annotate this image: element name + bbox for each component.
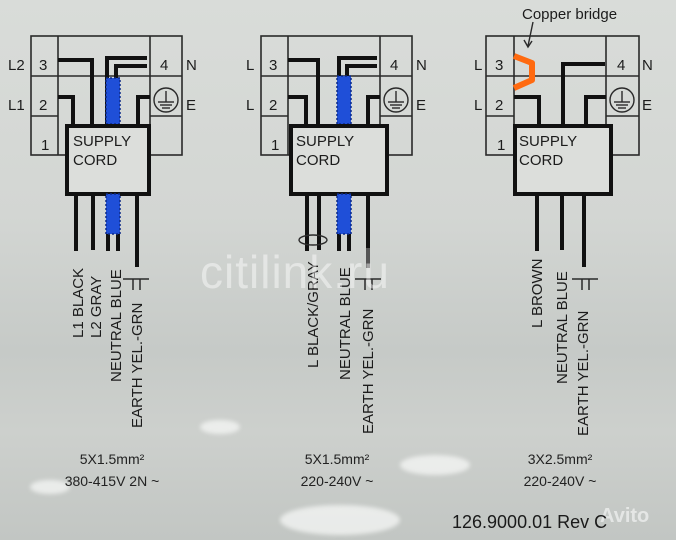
background-splash — [200, 420, 240, 434]
cable-spec: 5X1.5mm² — [304, 451, 370, 467]
terminal-number-3: 3 — [495, 57, 503, 74]
terminal-number-4: 4 — [617, 57, 625, 74]
terminal-number-3: 3 — [39, 57, 47, 74]
supply-cord-label-line1: SUPPLY — [519, 133, 577, 150]
supply-cord-label-line2: CORD — [296, 152, 340, 169]
terminal-number-1: 1 — [41, 137, 49, 154]
cable-spec: 3X2.5mm² — [527, 451, 593, 467]
cable-spec: 5X1.5mm² — [79, 451, 145, 467]
terminal-label-N: N — [416, 57, 427, 74]
internal-wires — [58, 56, 150, 126]
diagram-two-phase: L2 L1 3 2 1 4 N E — [8, 35, 197, 428]
ground-symbol-icon — [123, 278, 149, 290]
caption-diagram-1: 5X1.5mm² 380-415V 2N ~ — [12, 448, 212, 492]
neutral-blue-sheath — [105, 77, 121, 125]
ground-symbol-icon — [572, 278, 598, 290]
terminal-label-N: N — [186, 57, 197, 74]
wire-label-earth: EARTH YEL.-GRN — [360, 309, 377, 434]
ground-symbol-icon — [355, 278, 381, 290]
diagram-single-phase-3core: Copper bridge L L 3 2 1 4 N E — [474, 6, 653, 436]
supply-cord-box — [65, 124, 151, 196]
supply-cord-label-line2: CORD — [73, 152, 117, 169]
terminal-number-2: 2 — [269, 97, 277, 114]
supply-cord-label-line1: SUPPLY — [296, 133, 354, 150]
terminal-label-L: L — [474, 97, 482, 114]
twisted-pair-bundle-icon — [298, 234, 328, 246]
outgoing-wires — [535, 194, 586, 267]
document-code: 126.9000.01 Rev C — [452, 512, 608, 532]
terminal-number-1: 1 — [497, 137, 505, 154]
terminal-label-L: L — [246, 97, 254, 114]
voltage-rating: 220-240V ~ — [523, 473, 597, 489]
terminal-label-E: E — [642, 97, 652, 114]
diagram-single-phase-5core: L L 3 2 1 4 N E SUPP — [246, 35, 427, 434]
terminal-label-E: E — [186, 97, 196, 114]
terminal-number-2: 2 — [495, 97, 503, 114]
neutral-blue-sheath — [105, 193, 121, 235]
supply-cord-label-line1: SUPPLY — [73, 133, 131, 150]
terminal-label-L: L — [246, 57, 254, 74]
watermark-citilink: citilink.ru — [200, 246, 390, 298]
terminal-label-L1: L1 — [8, 97, 25, 114]
earth-symbol-icon — [383, 87, 409, 113]
supply-cord-label-line2: CORD — [519, 152, 563, 169]
wire-label-earth: EARTH YEL.-GRN — [575, 311, 592, 436]
copper-bridge-icon — [512, 53, 535, 91]
wire-label-l2: L2 GRAY — [88, 276, 105, 338]
background-splash — [30, 480, 70, 494]
caption-diagram-2: 5X1.5mm² 220-240V ~ — [237, 448, 437, 492]
wire-label-earth: EARTH YEL.-GRN — [129, 303, 146, 428]
neutral-blue-sheath — [336, 75, 352, 125]
internal-wires — [288, 56, 380, 126]
terminal-label-E: E — [416, 97, 426, 114]
wire-label-neutral: NEUTRAL BLUE — [554, 271, 571, 384]
wire-label-line: L BROWN — [529, 259, 546, 328]
background-splash — [280, 505, 400, 535]
terminal-label-L: L — [474, 57, 482, 74]
internal-wires — [514, 62, 606, 126]
wire-label-l1: L1 BLACK — [70, 268, 87, 338]
terminal-number-1: 1 — [271, 137, 279, 154]
earth-symbol-icon — [153, 87, 179, 113]
caption-diagram-3: 3X2.5mm² 220-240V ~ — [460, 448, 660, 492]
wire-label-neutral: NEUTRAL BLUE — [108, 269, 125, 382]
wire-label-neutral: NEUTRAL BLUE — [337, 267, 354, 380]
background-splash — [400, 455, 470, 475]
voltage-rating: 220-240V ~ — [300, 473, 374, 489]
earth-symbol-icon — [609, 87, 635, 113]
terminal-number-2: 2 — [39, 97, 47, 114]
terminal-number-4: 4 — [160, 57, 168, 74]
wire-label-line: L BLACK/GRAY — [305, 261, 322, 368]
voltage-rating: 380-415V 2N ~ — [64, 473, 160, 489]
watermark-avito: Avito — [600, 505, 650, 527]
supply-cord-box — [289, 124, 389, 196]
terminal-number-3: 3 — [269, 57, 277, 74]
arrow-icon — [523, 21, 534, 49]
terminal-number-4: 4 — [390, 57, 398, 74]
neutral-blue-sheath — [336, 193, 352, 235]
terminal-label-N: N — [642, 57, 653, 74]
copper-bridge-label: Copper bridge — [522, 6, 617, 23]
terminal-label-L2: L2 — [8, 57, 25, 74]
